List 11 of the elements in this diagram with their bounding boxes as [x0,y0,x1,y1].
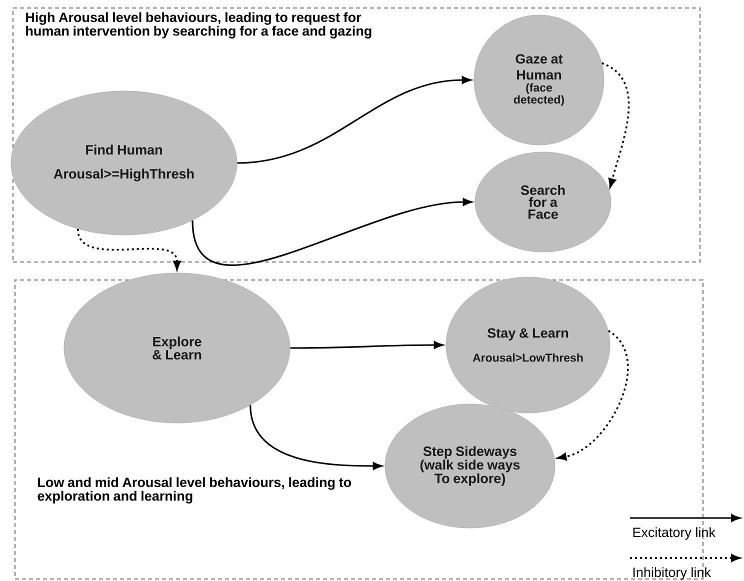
arrow [290,341,444,349]
legend-label: Inhibitory link [633,567,711,580]
arrow [250,405,382,470]
arrow [192,198,472,266]
arrow [557,330,629,460]
group-heading: High Arousal level behaviours, leading to request for human intervention by searching for a face and gazing [26,12,372,38]
arrow [602,62,630,188]
legend-label: Excitatory link [633,527,716,540]
group-heading: Low and mid Arousal level behaviours, leading to exploration and learning [38,477,352,504]
arrow [76,228,181,270]
arrow [237,76,472,164]
